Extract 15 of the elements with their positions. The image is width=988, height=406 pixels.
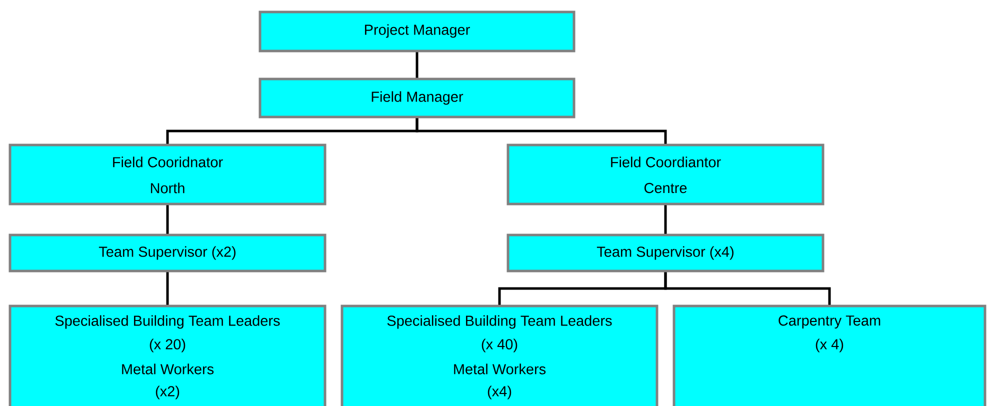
connector-line — [166, 202, 169, 236]
connector-line — [416, 116, 667, 146]
org-box: Field Coordiantor Centre — [506, 144, 824, 206]
org-box: Specialised Building Team Leaders (x 40) Metal Workers (x4) — [340, 304, 658, 406]
org-box: Carpentry Team (x 4) — [672, 304, 986, 406]
org-box: Field Manager — [258, 78, 576, 118]
org-box: Team Supervisor (x2) — [8, 234, 326, 272]
connector-line — [664, 270, 831, 308]
org-box: Team Supervisor (x4) — [506, 234, 824, 272]
connector-line — [416, 50, 418, 80]
connector-line — [166, 270, 169, 308]
org-box: Specialised Building Team Leaders (x 20) Metal Workers (x2) — [8, 304, 326, 406]
connector-line — [664, 202, 667, 236]
org-box: Project Manager — [258, 10, 576, 52]
org-box: Field Cooridnator North — [8, 144, 326, 206]
